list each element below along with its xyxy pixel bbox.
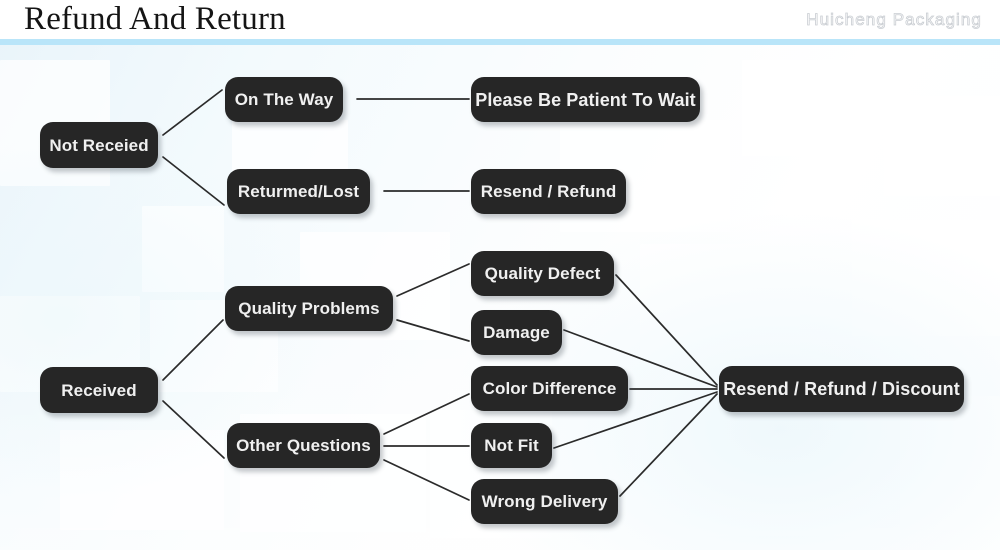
node-resend-refund-disc[interactable]: Resend / Refund / Discount [719,366,964,412]
node-label: Resend / Refund / Discount [723,379,960,399]
connector-received-to-quality-problems [162,319,224,381]
node-label: Not Receied [49,135,149,155]
node-label: Quality Problems [238,299,380,318]
node-label: Damage [483,323,550,342]
node-returned-lost[interactable]: Returmed/Lost [227,169,370,214]
node-wrong-delivery[interactable]: Wrong Delivery [471,479,618,524]
node-label: On The Way [234,90,334,109]
connector-received-to-other-questions [162,400,225,459]
connector-quality-problems-to-damage [396,319,470,342]
node-label: Please Be Patient To Wait [475,89,696,110]
connector-wrong-delivery-to-resend-refund-disc [619,393,718,497]
node-label: Other Questions [236,436,371,455]
node-label: Wrong Delivery [481,492,608,511]
node-received[interactable]: Received [40,367,158,413]
node-not-fit[interactable]: Not Fit [471,423,552,468]
node-resend-refund[interactable]: Resend / Refund [471,169,626,214]
node-quality-defect[interactable]: Quality Defect [471,251,614,296]
connector-not-fit-to-resend-refund-disc [553,391,718,449]
connector-other-questions-to-color-difference [383,393,470,435]
page-title: Refund And Return [24,1,286,37]
connector-damage-to-resend-refund-disc [563,329,718,388]
node-other-questions[interactable]: Other Questions [227,423,380,468]
node-quality-problems[interactable]: Quality Problems [225,286,393,331]
node-label: Color Difference [482,379,617,398]
connector-quality-problems-to-quality-defect [396,263,470,297]
node-label: Not Fit [484,436,539,455]
brand-label: Huicheng Packaging [806,10,982,30]
node-on-the-way[interactable]: On The Way [225,77,343,122]
node-label: Received [61,380,137,400]
connector-not-received-to-on-the-way [162,89,223,136]
connector-quality-defect-to-resend-refund-disc [615,274,718,386]
node-color-difference[interactable]: Color Difference [471,366,628,411]
node-label: Quality Defect [484,264,601,283]
node-please-be-patient[interactable]: Please Be Patient To Wait [471,77,700,122]
header-divider [0,39,1000,45]
node-label: Returmed/Lost [237,182,360,201]
node-label: Resend / Refund [480,182,617,201]
slide-header: Refund And Return Huicheng Packaging [0,0,1000,44]
connector-other-questions-to-wrong-delivery [383,459,470,501]
connector-not-received-to-returned-lost [162,156,225,206]
node-not-received[interactable]: Not Receied [40,122,158,168]
node-damage[interactable]: Damage [471,310,562,355]
